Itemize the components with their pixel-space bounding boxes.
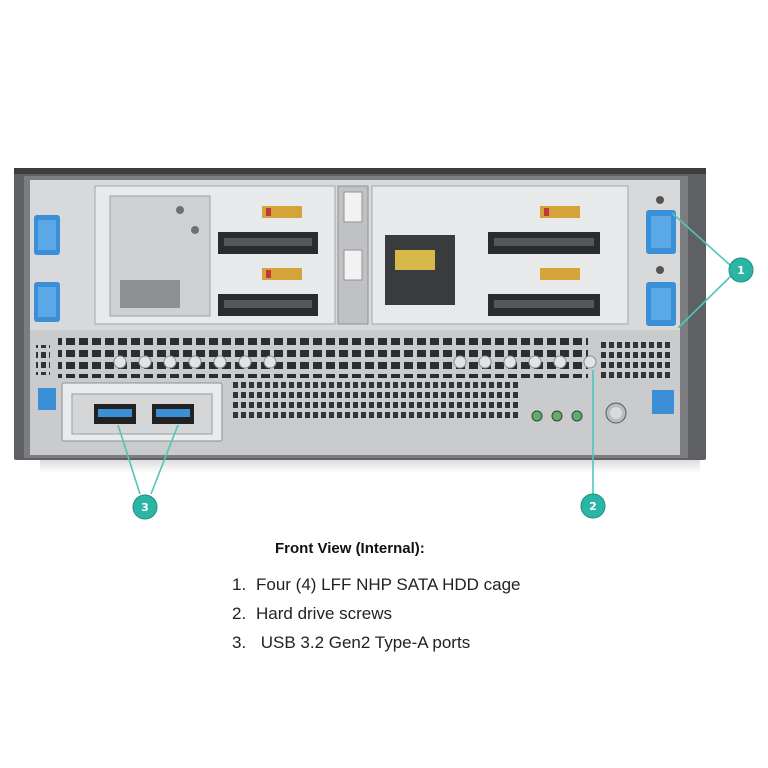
callout-lines xyxy=(117,212,733,495)
status-leds xyxy=(531,410,583,422)
legend-number: 2. xyxy=(232,604,247,623)
legend-text: USB 3.2 Gen2 Type-A ports xyxy=(256,633,471,652)
callout-circle xyxy=(728,257,754,283)
usb-module xyxy=(61,382,223,442)
legend-item-usb-ports: 3. USB 3.2 Gen2 Type-A ports xyxy=(232,628,521,657)
legend-number: 3. xyxy=(232,633,247,652)
callout-2: 2 xyxy=(580,493,606,519)
legend-number: 1. xyxy=(232,575,247,594)
legend-text: Hard drive screws xyxy=(256,604,393,623)
caption-title: Front View (Internal): xyxy=(275,540,425,557)
callout-3: 3 xyxy=(132,494,158,520)
chassis-tab[interactable] xyxy=(38,388,56,410)
legend-item-drive-screws: 2. Hard drive screws xyxy=(232,599,521,628)
server-front-view-diagram: 1 2 3 xyxy=(14,168,754,520)
callout-number: 3 xyxy=(141,501,149,514)
legend-item-hdd-cage: 1. Four (4) LFF NHP SATA HDD cage xyxy=(232,570,521,599)
callout-circle xyxy=(580,493,606,519)
hard-drive-screws xyxy=(113,355,597,369)
hdd-cage xyxy=(30,180,680,330)
callout-1: 1 xyxy=(728,257,754,283)
chassis-tab[interactable] xyxy=(652,390,674,414)
legend-list: 1. Four (4) LFF NHP SATA HDD cage 2. Hard … xyxy=(232,570,521,657)
legend-text: Four (4) LFF NHP SATA HDD cage xyxy=(256,575,521,594)
callout-number: 1 xyxy=(737,264,745,277)
callout-number: 2 xyxy=(589,500,597,513)
callout-circle xyxy=(132,494,158,520)
